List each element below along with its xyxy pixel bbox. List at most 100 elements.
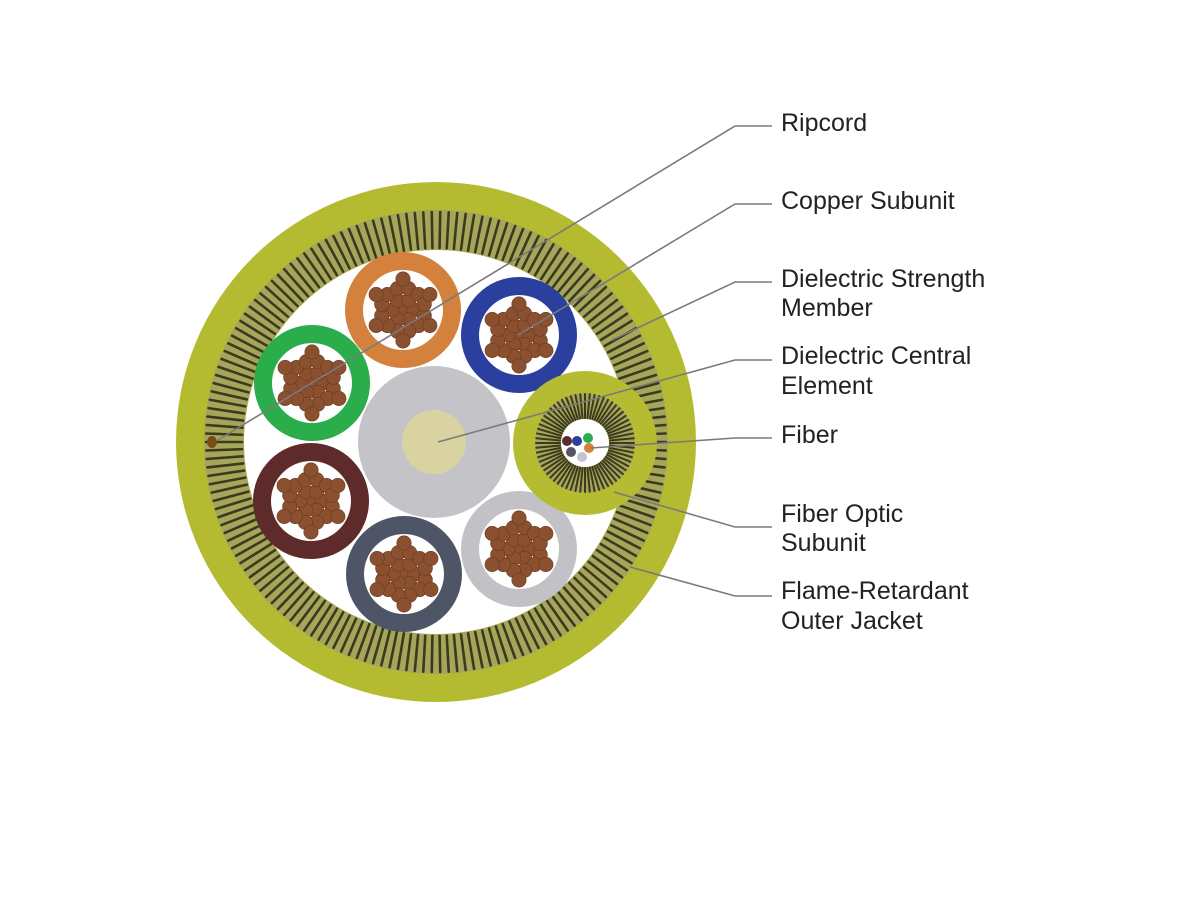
- strength-yarn: [332, 234, 351, 270]
- fiber-yarn: [556, 401, 573, 424]
- strength-yarn: [217, 365, 254, 380]
- strength-yarn: [582, 566, 613, 592]
- fiber-yarn: [579, 393, 584, 420]
- copper-strand: [368, 286, 384, 302]
- fiber-yarn: [556, 462, 573, 485]
- strength-yarn: [214, 497, 252, 511]
- copper-strand: [511, 510, 527, 526]
- strength-yarn: [606, 334, 642, 354]
- strength-yarn: [204, 447, 244, 452]
- strength-yarn: [371, 627, 385, 665]
- leader-outer-jacket: [629, 566, 772, 597]
- strength-yarn: [317, 242, 339, 277]
- strength-yarn: [438, 634, 442, 674]
- strength-yarn: [208, 476, 247, 486]
- fiber-yarn: [543, 414, 566, 431]
- strength-yarn: [230, 530, 266, 550]
- copper-strand: [484, 525, 500, 541]
- strength-yarn: [573, 576, 602, 605]
- strength-yarn: [494, 221, 509, 259]
- copper-strand: [276, 477, 292, 493]
- labels: Ripcord Copper Subunit Dielectric Streng…: [781, 109, 985, 635]
- fiber-yarn: [549, 407, 569, 427]
- dielectric-central-element: [358, 366, 510, 518]
- copper-subunit: [346, 516, 462, 632]
- strength-yarn: [212, 381, 250, 394]
- copper-strand: [538, 556, 554, 572]
- strength-yarn: [527, 611, 548, 646]
- strength-yarn: [599, 319, 633, 342]
- strength-yarn: [480, 629, 493, 667]
- strength-yarn: [521, 614, 540, 650]
- fiber-yarn: [543, 455, 566, 472]
- strength-yarn: [226, 342, 263, 361]
- strength-yarn: [220, 510, 257, 527]
- fiber-yarn: [599, 461, 618, 482]
- strength-yarn: [259, 292, 290, 318]
- strength-yarn: [206, 415, 245, 422]
- strength-yarn: [533, 242, 555, 277]
- label-ripcord: Ripcord: [781, 109, 867, 137]
- strength-yarn: [282, 586, 310, 617]
- fiber: [577, 452, 587, 462]
- strength-yarn: [609, 342, 646, 361]
- fiber-yarn: [586, 466, 591, 493]
- strength-yarn: [289, 591, 315, 622]
- fiber-yarn: [538, 423, 563, 435]
- fiber-yarn: [569, 465, 579, 491]
- strength-yarn: [405, 212, 413, 251]
- strength-yarn: [508, 620, 525, 657]
- fiber-yarn: [599, 404, 618, 425]
- fiber-yarn: [549, 459, 569, 479]
- strength-yarn: [562, 586, 590, 617]
- strength-yarn: [210, 390, 249, 401]
- strength-yarn: [347, 620, 364, 657]
- strength-yarn: [239, 319, 273, 342]
- fiber-yarn: [540, 418, 564, 433]
- fiber-yarn: [597, 401, 614, 424]
- copper-subunit: [461, 491, 577, 607]
- strength-yarn: [204, 432, 244, 437]
- strength-yarn: [317, 607, 339, 642]
- strength-yarn: [253, 298, 285, 324]
- strength-yarn: [243, 548, 277, 572]
- fiber-yarn: [552, 461, 571, 482]
- strength-yarn: [545, 599, 570, 632]
- fiber-yarn: [604, 414, 627, 431]
- copper-strand: [396, 597, 412, 613]
- strength-yarn: [230, 334, 266, 354]
- strength-yarn: [226, 523, 263, 542]
- strength-yarn: [514, 617, 533, 653]
- strength-yarn: [379, 217, 392, 255]
- fiber-yarn: [608, 437, 635, 442]
- copper-strand: [304, 344, 320, 360]
- fiber-yarn: [574, 393, 582, 420]
- strength-yarn: [595, 312, 629, 336]
- central-element-core: [402, 410, 466, 474]
- strength-yarn: [487, 627, 501, 665]
- leader-dielectric-central-element: [437, 359, 772, 443]
- strength-yarn: [527, 238, 548, 273]
- strength-yarn: [243, 312, 277, 336]
- strength-yarn: [413, 211, 420, 251]
- strength-yarn: [347, 227, 364, 264]
- fiber-yarn: [606, 453, 630, 468]
- copper-subunit: [254, 325, 370, 441]
- fiber-yarn: [603, 457, 624, 476]
- strength-yarn: [355, 622, 371, 660]
- strength-yarn: [388, 630, 399, 669]
- strength-yarn: [289, 262, 315, 293]
- fiber-yarn: [546, 457, 567, 476]
- fiber-subunit-strength-yarn: [535, 393, 635, 493]
- copper-strand: [368, 317, 384, 333]
- strength-yarn: [355, 224, 371, 262]
- copper-strand: [331, 390, 347, 406]
- strength-yarn: [324, 611, 345, 646]
- strength-yarn: [413, 633, 420, 673]
- strength-yarn: [578, 285, 608, 313]
- strength-yarn: [296, 595, 321, 627]
- strength-yarn: [302, 252, 327, 285]
- strength-yarn: [388, 215, 399, 254]
- fiber: [584, 443, 594, 453]
- leader-fiber-optic-subunit: [613, 491, 772, 528]
